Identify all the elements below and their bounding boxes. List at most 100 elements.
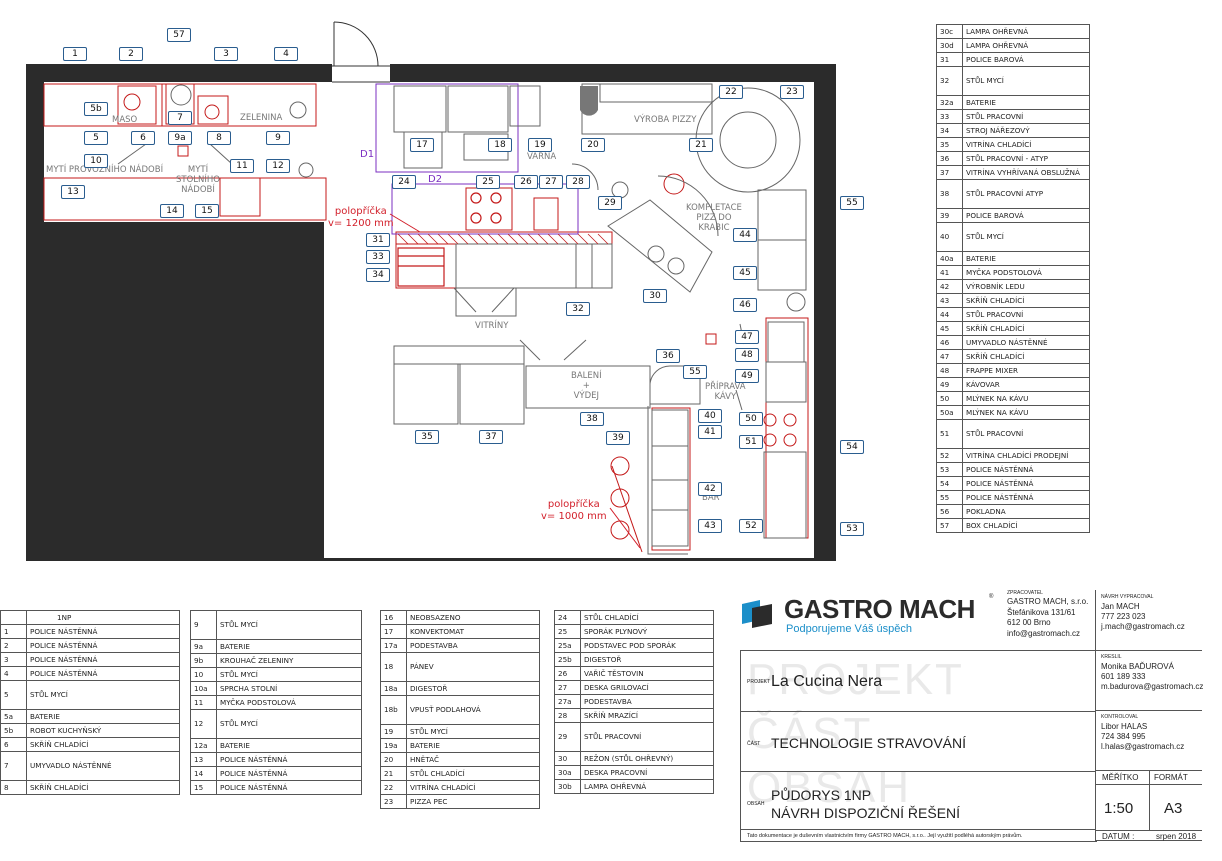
legend-code: 43 <box>936 293 963 308</box>
legend-desc: KONVEKTOMAT <box>406 624 540 639</box>
equipment-tag: 55 <box>683 365 707 379</box>
legend-code: 47 <box>936 349 963 364</box>
equipment-tag: 33 <box>366 250 390 264</box>
equipment-tag: 20 <box>581 138 605 152</box>
legend-code: 18 <box>380 652 407 682</box>
legend-code: 25 <box>554 624 581 639</box>
equipment-tag: 40 <box>698 409 722 423</box>
legend-desc: ROBOT KUCHYŇSKÝ <box>26 723 180 738</box>
entry-door <box>332 21 390 84</box>
legend-desc: BOX CHLADÍCÍ <box>962 518 1090 533</box>
legend-code: 37 <box>936 165 963 180</box>
legend-desc: SKŘÍŇ CHLADÍCÍ <box>26 780 180 795</box>
equipment-tag: 1 <box>63 47 87 61</box>
legend-code: 9a <box>190 639 217 654</box>
navrh-info: Jan MACH 777 223 023 j.mach@gastromach.c… <box>1101 602 1185 631</box>
room-label-baleni: BALENÍ + VÝDEJ <box>571 371 602 401</box>
legend-code: 9b <box>190 653 217 668</box>
legend-code: 41 <box>936 265 963 280</box>
equipment-tag: 44 <box>733 228 757 242</box>
room-label-zelenina: ZELENINA <box>240 113 283 123</box>
room-label-myti-provozniho: MYTÍ PROVOZNÍHO NÁDOBÍ <box>46 165 164 175</box>
legend-code: 52 <box>936 448 963 463</box>
legend-code: 50 <box>936 391 963 406</box>
legend-desc: VITRÍNA VYHŘÍVANÁ OBSLUŽNÁ <box>962 165 1090 180</box>
equipment-tag: 3 <box>214 47 238 61</box>
equipment-tag: 48 <box>735 348 759 362</box>
legend-code: 4 <box>0 666 27 681</box>
legend-header: 1NP <box>26 610 180 625</box>
partition-note-1: polopříčka v= 1200 mm <box>328 206 394 229</box>
room-label-priprava-kavy: PŘÍPRAVA KÁVY <box>705 382 746 402</box>
legend-desc: BATERIE <box>962 251 1090 266</box>
zpracovatel-info: GASTRO MACH, s.r.o. Štefánikova 131/61 6… <box>1007 597 1089 638</box>
equipment-tag: 11 <box>230 159 254 173</box>
label-d1: D1 <box>360 149 375 160</box>
equipment-tag: 8 <box>207 131 231 145</box>
legend-code: 1 <box>0 624 27 639</box>
equipment-tag: 13 <box>61 185 85 199</box>
legend-desc: LAMPA OHŘEVNÁ <box>962 38 1090 53</box>
kontroloval-header: KONTROLOVAL <box>1101 714 1139 720</box>
legend-code: 18a <box>380 681 407 696</box>
equipment-tag: 23 <box>780 85 804 99</box>
legend-desc: VITRÍNA CHLADÍCÍ <box>962 137 1090 152</box>
legend-code: 14 <box>190 766 217 781</box>
legend-desc: NEOBSAZENO <box>406 610 540 625</box>
legend-desc: BATERIE <box>26 709 180 724</box>
room-label-varna: VARNA <box>527 152 557 162</box>
copyright-note: Tato dokumentace je duševním vlastnictví… <box>747 833 1023 839</box>
navrh-header: NÁVRH VYPRACOVAL <box>1101 594 1154 600</box>
legend-desc: PODESTAVBA <box>406 638 540 653</box>
legend-code: 34 <box>936 123 963 138</box>
equipment-tag: 54 <box>840 440 864 454</box>
room-label-kompletace: KOMPLETACE PIZZ DO KRABIC <box>686 203 742 233</box>
equipment-tag: 28 <box>566 175 590 189</box>
legend-code: 36 <box>936 151 963 166</box>
legend-desc: DIGESTOŘ <box>580 652 714 667</box>
legend-desc: SPORÁK PLYNOVÝ <box>580 624 714 639</box>
legend-desc: STŮL CHLADÍCÍ <box>580 610 714 625</box>
watermark-projekt: PROJEKT <box>747 655 964 704</box>
legend-code: 32a <box>936 95 963 110</box>
projekt-header: PROJEKT <box>747 679 771 685</box>
equipment-tag: 52 <box>739 519 763 533</box>
equipment-gray <box>117 83 807 547</box>
legend-desc: POLICE BAROVÁ <box>962 52 1090 67</box>
titleblock-main: PROJEKT ČÁST OBSAH PROJEKT La Cucina Ner… <box>740 650 1097 842</box>
gastro-mach-logo-icon <box>742 600 772 628</box>
legend-desc: SKŘÍŇ CHLADÍCÍ <box>962 293 1090 308</box>
legend-desc: SPRCHA STOLNÍ <box>216 681 362 696</box>
legend-desc: POLICE NÁSTĚNNÁ <box>26 638 180 653</box>
equipment-tag: 6 <box>131 131 155 145</box>
legend-code: 3 <box>0 652 27 667</box>
equipment-tag: 21 <box>689 138 713 152</box>
legend-code: 8 <box>0 780 27 795</box>
legend-desc: MLÝNEK NA KÁVU <box>962 391 1090 406</box>
